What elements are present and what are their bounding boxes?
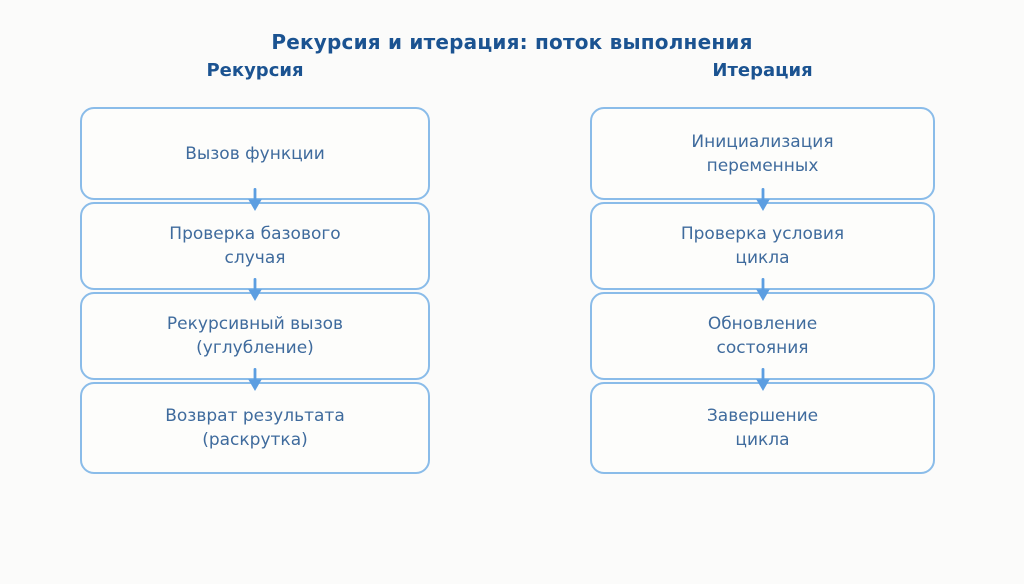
step-label: Обновление состояния (707, 314, 818, 358)
arrow-down-icon (247, 188, 263, 212)
flow-step: Завершение цикла (590, 382, 935, 474)
step-label: Проверка базового случая (169, 224, 341, 268)
column-recursion-header: Рекурсия (206, 60, 304, 81)
step-label: Вызов функции (185, 143, 325, 164)
flow-step: Проверка условия цикла (590, 202, 935, 290)
flow-step: Рекурсивный вызов (углубление) (80, 292, 430, 380)
step-label: Проверка условия цикла (680, 224, 845, 268)
step-label: Возврат результата (раскрутка) (165, 406, 345, 450)
flow-step: Вызов функции (80, 107, 430, 200)
step-label: Завершение цикла (706, 406, 819, 450)
column-recursion: Рекурсия Вызов функции Проверка базового… (80, 60, 430, 476)
flow-step: Возврат результата (раскрутка) (80, 382, 430, 474)
step-label: Рекурсивный вызов (углубление) (166, 314, 344, 358)
flow-step: Обновление состояния (590, 292, 935, 380)
recursion-flow: Вызов функции Проверка базового случая Р… (80, 107, 430, 474)
arrow-down-icon (247, 278, 263, 302)
iteration-flow: Инициализация переменных Проверка услови… (590, 107, 935, 474)
column-iteration: Итерация Инициализация переменных Провер… (590, 60, 935, 476)
arrow-down-icon (247, 368, 263, 392)
arrow-down-icon (755, 188, 771, 212)
column-iteration-header: Итерация (712, 60, 813, 81)
arrow-down-icon (755, 278, 771, 302)
flow-step: Проверка базового случая (80, 202, 430, 290)
arrow-down-icon (755, 368, 771, 392)
flow-step: Инициализация переменных (590, 107, 935, 200)
step-label: Инициализация переменных (691, 131, 834, 176)
page-title: Рекурсия и итерация: поток выполнения (271, 30, 753, 54)
